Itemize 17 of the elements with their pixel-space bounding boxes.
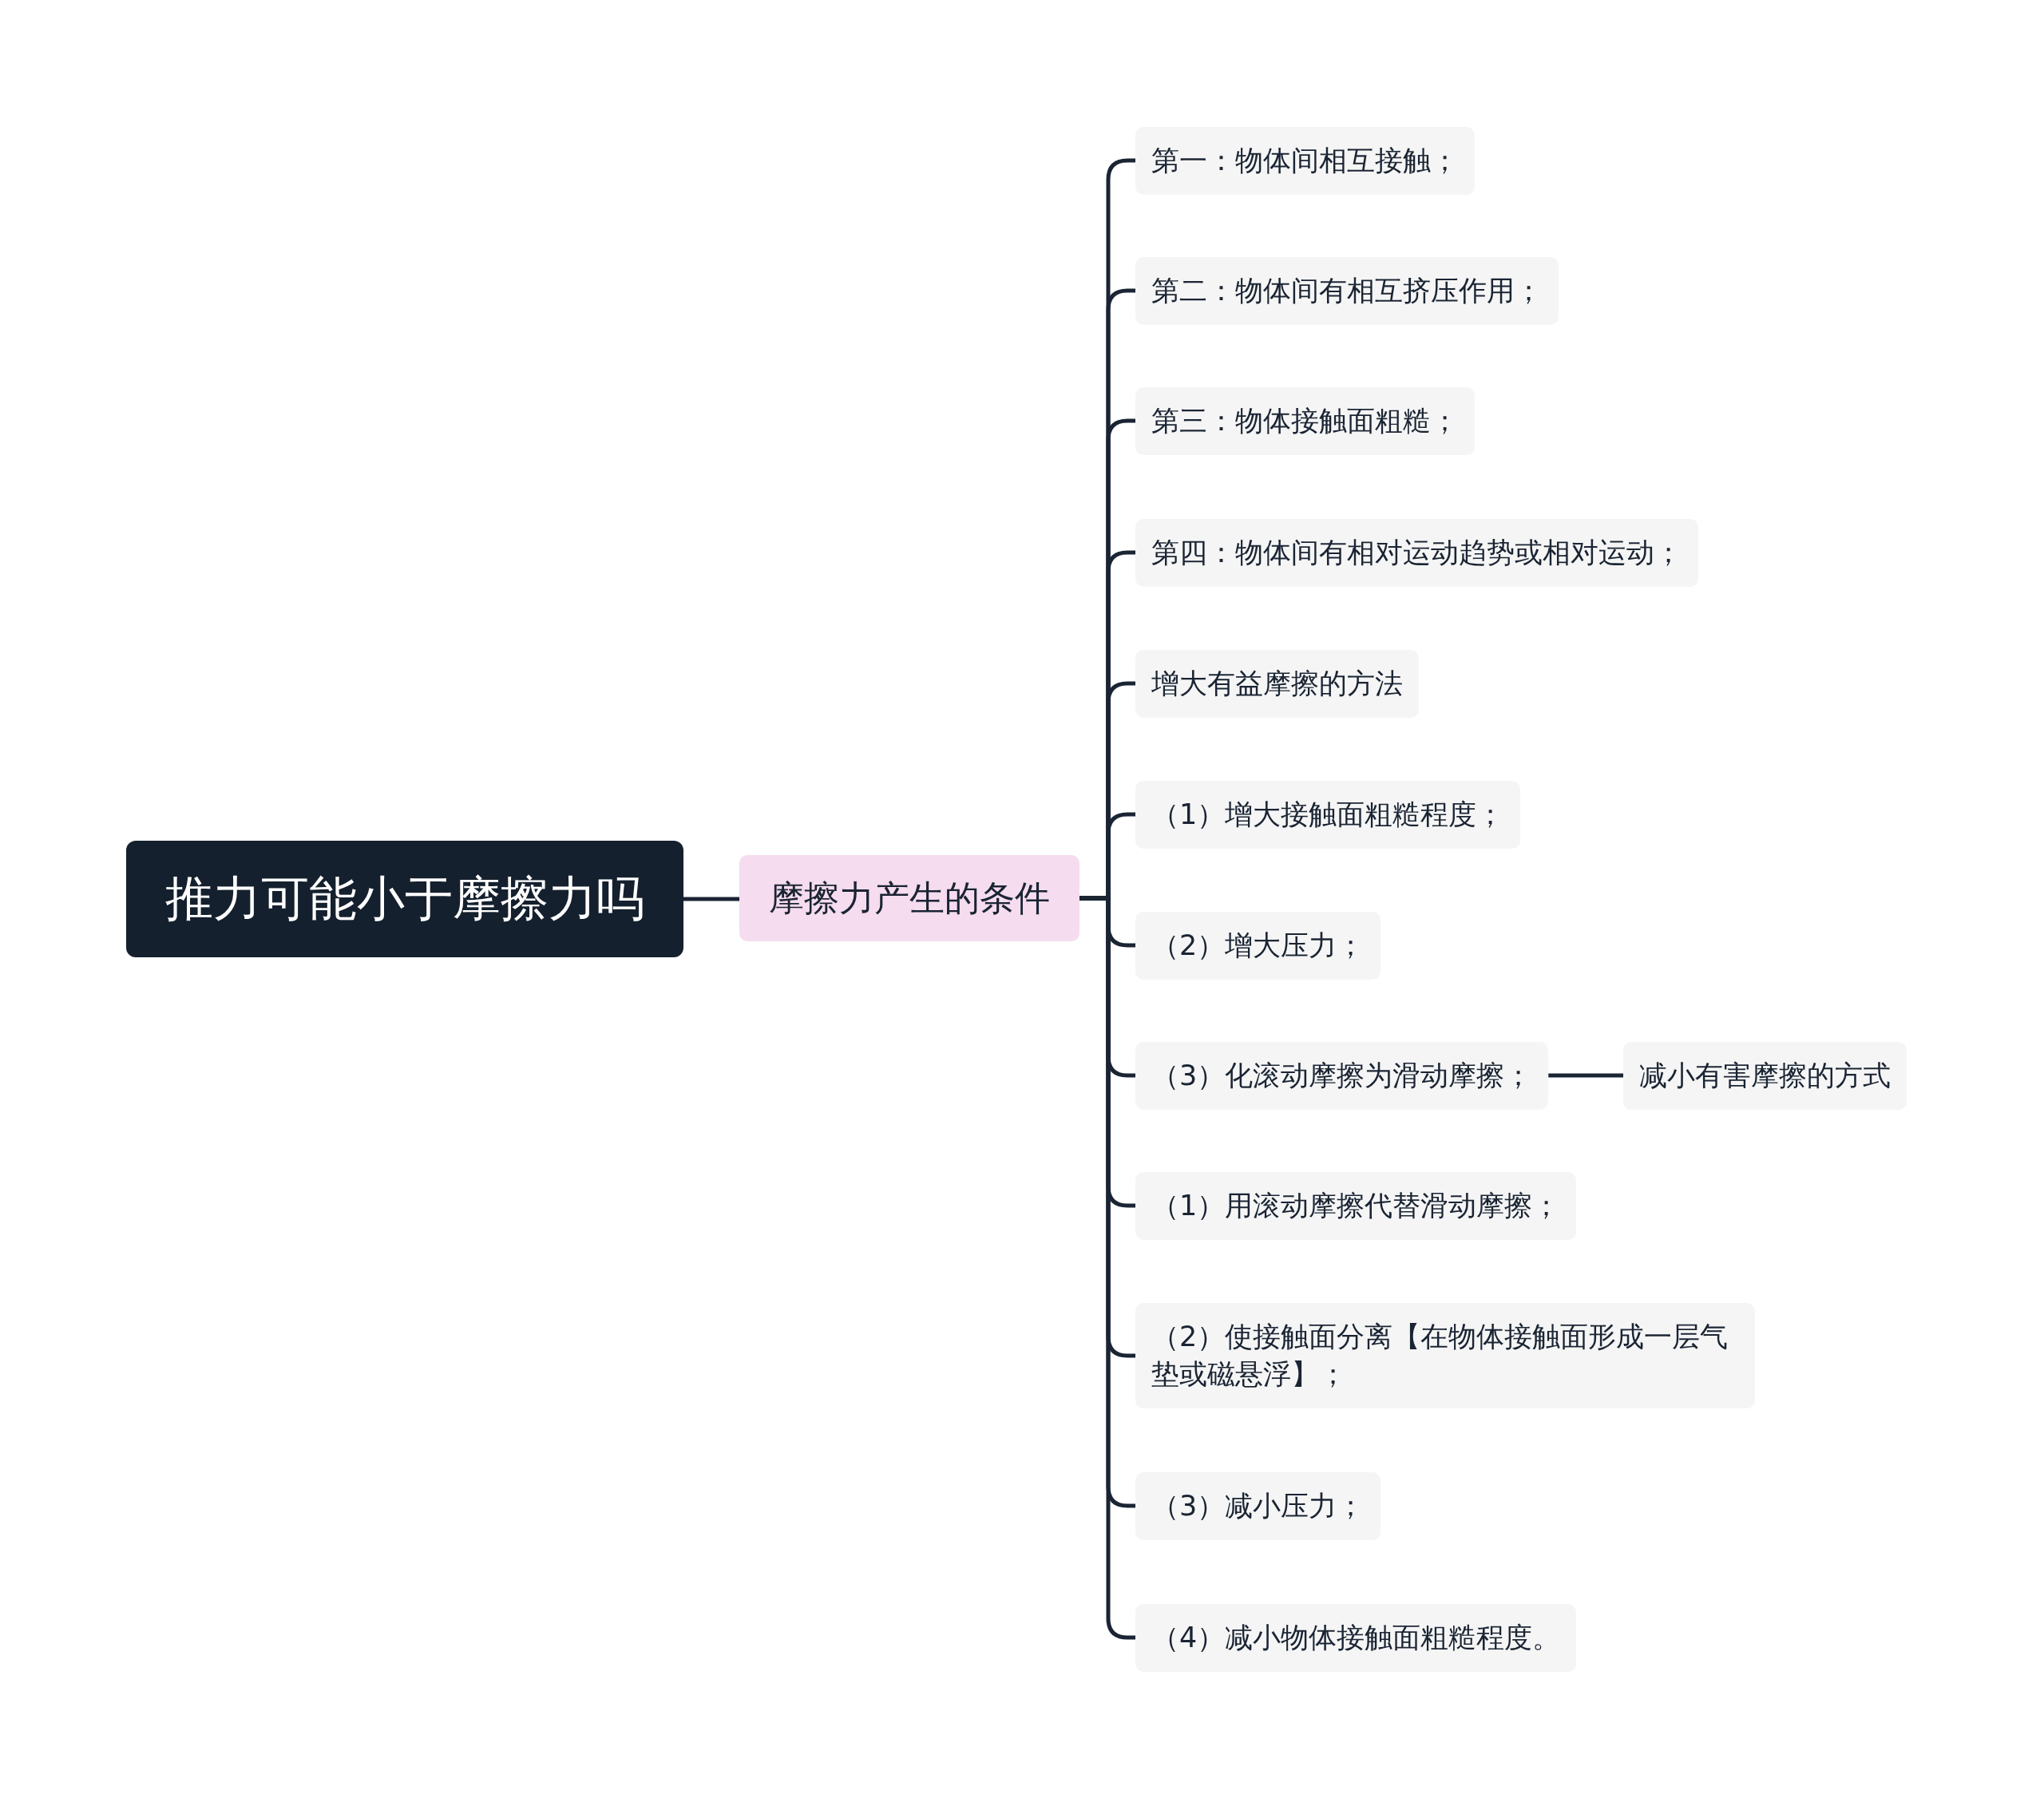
subtopic-box: （2）使接触面分离【在物体接触面形成一层气垫或磁悬浮】； <box>1135 1303 1755 1408</box>
subtopic-box: （4）减小物体接触面粗糙程度。 <box>1135 1603 1577 1672</box>
subtopic-box: （3）减小压力； <box>1135 1471 1381 1540</box>
subtopic-box: 第四：物体间有相对运动趋势或相对运动； <box>1135 518 1698 587</box>
subtopic-box: 减小有害摩擦的方式 <box>1623 1041 1907 1110</box>
topic-box: 摩擦力产生的条件 <box>739 855 1079 941</box>
subtopic-box: 第三：物体接触面粗糙； <box>1135 386 1475 455</box>
subtopic-box: 第二：物体间有相互挤压作用； <box>1135 256 1559 325</box>
subtopic-box: （1）增大接触面粗糙程度； <box>1135 780 1521 849</box>
subtopic-box: 第一：物体间相互接触； <box>1135 126 1475 195</box>
subtopic-box: 增大有益摩擦的方法 <box>1135 649 1419 718</box>
subtopic-box: （1）用滚动摩擦代替滑动摩擦； <box>1135 1171 1577 1240</box>
connector-line <box>683 897 739 901</box>
root-topic-box: 推力可能小于摩擦力吗 <box>126 841 683 957</box>
subtopic-box: （3）化滚动摩擦为滑动摩擦； <box>1135 1041 1549 1110</box>
connector-line <box>1548 1073 1623 1078</box>
subtopic-box: （2）增大压力； <box>1135 911 1381 980</box>
